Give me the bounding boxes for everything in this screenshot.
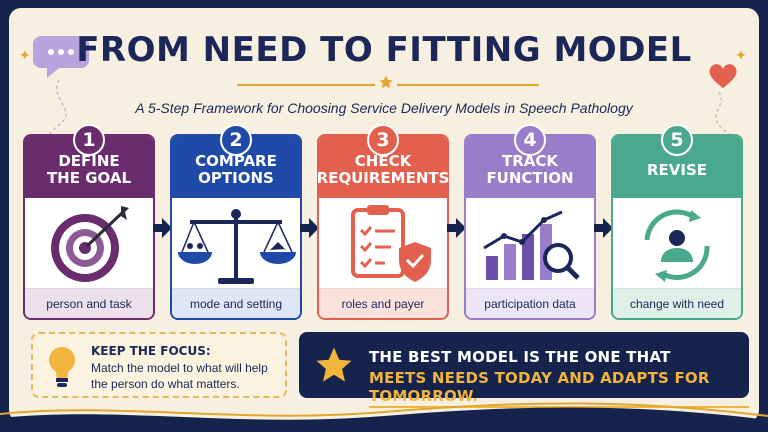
- step-card-3: 3 CHECK REQUIREMENTS roles and payer: [316, 124, 450, 320]
- title-divider: [397, 84, 539, 86]
- step-title-line: CHECK: [354, 152, 412, 170]
- step-title: REVISE: [613, 136, 741, 198]
- step-number: 3: [367, 124, 399, 156]
- arrow-right-icon: [300, 218, 319, 238]
- step-footer: mode and setting: [172, 288, 300, 318]
- step-title-line: THE GOAL: [46, 169, 132, 187]
- banner-line-1: THE BEST MODEL IS THE ONE THAT: [369, 348, 671, 366]
- step-title-line: REQUIREMENTS: [316, 169, 450, 187]
- step-number: 5: [661, 124, 693, 156]
- step-card-2: 2 COMPARE OPTIONS mode and setting: [170, 124, 302, 320]
- decorative-wave: [0, 402, 768, 432]
- target-icon: [51, 206, 129, 282]
- arrow-right-icon: [447, 218, 466, 238]
- banner-line-2: MEETS NEEDS TODAY AND ADAPTS FOR TOMORRO…: [369, 369, 749, 408]
- title-divider: [237, 84, 375, 86]
- decorative-dashed-line: [47, 80, 70, 150]
- chat-bubble-icon: [33, 36, 89, 78]
- sparkle-icon: ✦: [735, 48, 747, 64]
- sparkle-icon: ✦: [19, 48, 31, 64]
- star-icon: [316, 347, 352, 382]
- arrow-right-icon: [153, 218, 172, 238]
- clipboard-shield-icon: [351, 205, 431, 282]
- step-footer: participation data: [466, 288, 594, 318]
- conclusion-banner: THE BEST MODEL IS THE ONE THAT MEETS NEE…: [299, 332, 749, 408]
- step-title-line: COMPARE: [195, 152, 277, 170]
- step-number: 2: [220, 124, 252, 156]
- page-title: FROM NEED TO FITTING MODEL: [76, 30, 692, 70]
- keep-focus-callout: KEEP THE FOCUS: Match the model to what …: [31, 332, 287, 398]
- focus-text: Match the model to what will help the pe…: [91, 361, 268, 391]
- focus-title: KEEP THE FOCUS:: [91, 344, 211, 358]
- heart-icon: [709, 64, 737, 88]
- step-title-line: REVISE: [646, 160, 708, 179]
- step-footer: change with need: [613, 288, 741, 318]
- step-footer: person and task: [25, 288, 153, 318]
- person-cycle-icon: [644, 209, 710, 282]
- step-title-line: TRACK: [501, 152, 559, 170]
- step-number: 4: [514, 124, 546, 156]
- infographic-panel: ✦ ✦ FROM NEED TO FITTING MODEL A 5-Step …: [9, 8, 759, 422]
- step-title-line: DEFINE: [58, 152, 120, 170]
- bar-chart-magnifier-icon: [483, 210, 580, 280]
- scale-icon: [178, 209, 296, 284]
- step-title-line: FUNCTION: [486, 169, 574, 187]
- page-subtitle: A 5-Step Framework for Choosing Service …: [135, 100, 633, 116]
- step-footer: roles and payer: [319, 288, 447, 318]
- arrow-right-icon: [594, 218, 613, 238]
- lightbulb-icon: [49, 347, 75, 387]
- step-card-4: 4 TRACK FUNCTION participation data: [464, 124, 596, 320]
- step-card-1: 1 DEFINE THE GOAL person and task: [23, 124, 155, 320]
- step-number: 1: [73, 124, 105, 156]
- step-title-line: OPTIONS: [198, 169, 274, 187]
- step-card-5: 5 REVISE change with need: [611, 124, 743, 320]
- star-icon: [379, 75, 393, 89]
